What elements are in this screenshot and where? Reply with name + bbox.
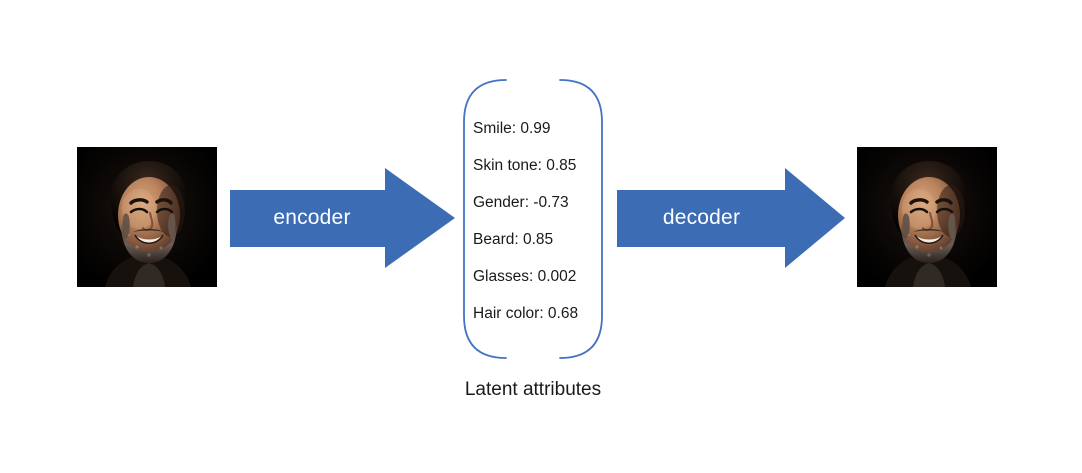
block-arrow-right-icon (230, 168, 455, 268)
face-photo-icon (77, 147, 217, 287)
curly-bracket-icon (463, 79, 603, 359)
latent-attribute-item: Gender: -0.73 (473, 194, 569, 211)
latent-caption: Latent attributes (464, 379, 602, 400)
latent-attributes-list: Smile: 0.99 Skin tone: 0.85 Gender: -0.7… (473, 110, 603, 332)
latent-attribute-item: Glasses: 0.002 (473, 268, 577, 285)
face-photo-icon (857, 147, 997, 287)
decoder-arrow: decoder (617, 163, 846, 273)
latent-attribute-item: Smile: 0.99 (473, 120, 551, 137)
output-face-image (857, 147, 997, 287)
latent-attribute-item: Skin tone: 0.85 (473, 157, 577, 174)
input-face-image (77, 147, 217, 287)
latent-attribute-item: Beard: 0.85 (473, 231, 554, 248)
latent-bracket (458, 74, 608, 364)
latent-attribute-item: Hair color: 0.68 (473, 305, 579, 322)
encoder-arrow: encoder (230, 163, 456, 273)
block-arrow-right-icon (617, 168, 845, 268)
